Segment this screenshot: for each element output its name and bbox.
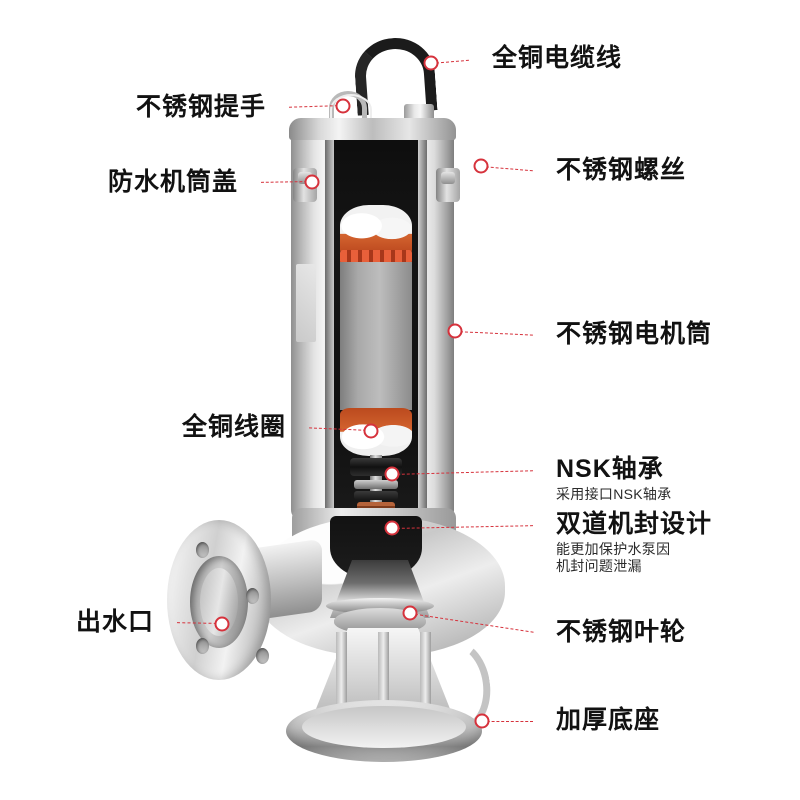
callout-dot-mech-seal[interactable] xyxy=(384,520,400,536)
stainless-screw-right xyxy=(441,172,455,184)
callout-dot-base[interactable] xyxy=(474,713,490,729)
cutaway-wall-right xyxy=(418,128,427,520)
callout-base: 加厚底座 xyxy=(556,706,660,735)
leader-line-base xyxy=(482,721,533,722)
flange-bolt-hole xyxy=(196,638,209,654)
mech-seal-ring-lower xyxy=(354,491,398,500)
cutaway-wall-left xyxy=(325,128,334,520)
callout-impeller: 不锈钢叶轮 xyxy=(556,618,686,647)
waterproof-lid-graphic xyxy=(289,118,456,140)
callout-title: 不锈钢电机筒 xyxy=(556,320,713,348)
callout-title: 双道机封设计 xyxy=(556,510,713,538)
callout-title: 加厚底座 xyxy=(556,706,661,734)
flange-bolt-hole xyxy=(256,648,269,664)
callout-dot-handle[interactable] xyxy=(335,98,351,114)
callout-title: 全铜电缆线 xyxy=(492,44,623,72)
callout-dot-motor-barrel[interactable] xyxy=(447,323,463,339)
callout-handle: 不锈钢提手 xyxy=(136,93,266,122)
base-rib xyxy=(420,632,431,724)
callout-outlet: 出水口 xyxy=(76,608,154,637)
callout-dot-cable[interactable] xyxy=(423,55,439,71)
callout-dot-impeller[interactable] xyxy=(402,605,418,621)
callout-coil: 全铜线圈 xyxy=(182,413,286,442)
callout-dot-coil[interactable] xyxy=(363,423,379,439)
callout-lid: 防水机筒盖 xyxy=(108,168,238,197)
callout-title: 不锈钢提手 xyxy=(136,93,267,121)
callout-title: 不锈钢螺丝 xyxy=(556,156,687,184)
callout-subtitle: 采用接口NSK轴承 xyxy=(556,485,672,502)
callout-title: 不锈钢叶轮 xyxy=(556,618,687,646)
motor-nameplate-sticker xyxy=(296,264,316,342)
callout-subtitle: 能更加保护水泵因机封问题泄漏 xyxy=(556,540,671,575)
callout-mech-seal: 双道机封设计能更加保护水泵因机封问题泄漏 xyxy=(556,510,712,576)
callout-title: 防水机筒盖 xyxy=(108,168,239,196)
callout-dot-outlet[interactable] xyxy=(214,616,230,632)
base-rib xyxy=(336,632,347,724)
mech-seal-ring-upper xyxy=(354,480,398,489)
base-rib xyxy=(378,632,389,724)
callout-title: 出水口 xyxy=(76,608,155,636)
callout-screw: 不锈钢螺丝 xyxy=(556,156,686,185)
callout-dot-lid[interactable] xyxy=(304,174,320,190)
callout-motor-barrel: 不锈钢电机筒 xyxy=(556,320,712,349)
stator-core xyxy=(340,262,412,410)
callout-dot-bearing[interactable] xyxy=(384,466,400,482)
callout-bearing: NSK轴承采用接口NSK轴承 xyxy=(556,455,672,503)
callout-title: NSK轴承 xyxy=(556,455,664,483)
callout-title: 全铜线圈 xyxy=(182,413,287,441)
flange-bolt-hole xyxy=(246,588,259,604)
base-ring-inner xyxy=(302,706,466,748)
callout-cable: 全铜电缆线 xyxy=(492,44,622,73)
stator-winding-top xyxy=(340,205,412,257)
lifting-handle-graphic xyxy=(329,91,372,126)
copper-coil-row xyxy=(340,250,412,264)
flange-bolt-hole xyxy=(196,542,209,558)
callout-dot-screw[interactable] xyxy=(473,158,489,174)
